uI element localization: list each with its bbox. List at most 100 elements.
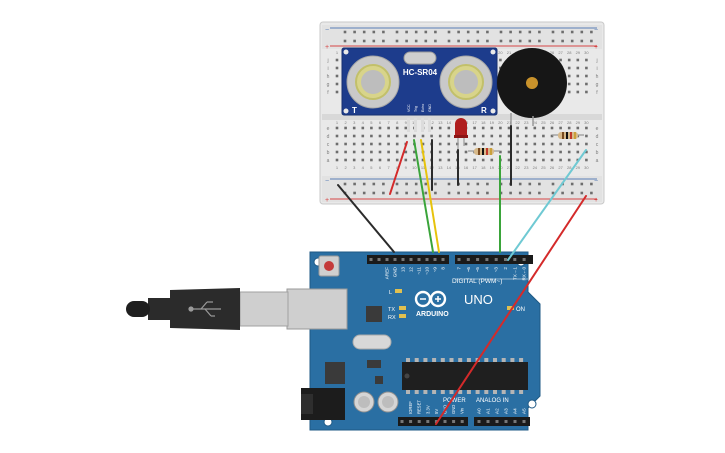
breadboard-hole	[438, 150, 442, 154]
led-label-l: L	[389, 290, 392, 296]
breadboard-hole	[499, 126, 502, 130]
capacitor-top	[382, 396, 394, 408]
sensor-crystal	[403, 51, 437, 65]
breadboard-hole	[585, 142, 588, 146]
digital-pin-label: 4	[484, 267, 489, 270]
ic-pin	[510, 390, 515, 394]
breadboard-hole	[490, 158, 494, 162]
breadboard-hole	[567, 150, 571, 154]
breadboard-hole	[352, 134, 356, 138]
column-number: 27	[558, 50, 563, 55]
column-number: 20	[498, 50, 503, 55]
breadboard-hole	[335, 158, 339, 162]
rail-hole	[424, 39, 428, 43]
breadboard-hole	[352, 158, 356, 162]
breadboard-hole	[361, 126, 365, 130]
rail-hole	[528, 30, 532, 34]
header-hole	[393, 258, 397, 261]
rail-hole	[518, 191, 522, 195]
column-number: 21	[507, 120, 512, 125]
breadboard-hole	[559, 150, 562, 154]
column-number: 19	[490, 120, 495, 125]
ic-pin	[440, 358, 445, 362]
rail-hole	[372, 182, 376, 186]
breadboard-hole	[438, 142, 442, 146]
ic-pin	[475, 390, 480, 394]
rail-hole	[486, 39, 489, 43]
breadboard-hole	[395, 126, 399, 130]
rail-hole	[499, 30, 503, 34]
rail-hole	[509, 191, 512, 195]
breadboard-hole	[533, 158, 537, 162]
breadboard-hole	[404, 134, 408, 138]
breadboard-hole	[361, 150, 365, 154]
rail-hole	[509, 39, 512, 43]
sensor-pin-label: GND	[428, 104, 432, 112]
rail-hole	[538, 182, 541, 186]
ic-pin	[501, 358, 506, 362]
rail-hole	[551, 30, 555, 34]
row-letter: d	[327, 134, 330, 140]
column-number: 9	[405, 120, 408, 125]
sensor-pin-label: VCC	[407, 104, 411, 112]
header-hole	[409, 258, 413, 261]
breadboard-hole	[378, 150, 382, 154]
breadboard-hole	[473, 158, 476, 162]
ic-pin	[432, 358, 437, 362]
analog-pin-label: A4	[513, 408, 518, 414]
digital-pin-label: TX→1	[512, 267, 517, 280]
breadboard-hole	[524, 142, 528, 146]
usb-cable-end	[126, 301, 150, 317]
sensor-model-label: HC-SR04	[403, 68, 438, 77]
mount-hole	[527, 399, 537, 409]
breadboard-hole	[421, 134, 425, 138]
header-hole	[485, 258, 489, 261]
header-hole	[495, 420, 499, 423]
breadboard-hole	[499, 150, 502, 154]
led-tx	[399, 306, 406, 310]
reset-button-cap[interactable]	[324, 261, 334, 271]
header-hole	[400, 420, 404, 423]
breadboard-hole	[370, 142, 373, 146]
rail-hole	[528, 191, 532, 195]
sensor-pin-label: Echo	[421, 104, 425, 112]
capacitor-top	[358, 396, 370, 408]
digital-pin-label: 8	[441, 267, 446, 270]
header-hole	[466, 258, 470, 261]
breadboard-hole	[567, 82, 571, 86]
digital-pin-holes	[369, 258, 526, 261]
breadboard-hole	[481, 134, 485, 138]
breadboard-hole	[542, 126, 545, 130]
rail-minus-label-bottom-right: −	[594, 178, 598, 185]
column-number: 30	[584, 120, 589, 125]
breadboard-hole	[559, 58, 562, 62]
breadboard-hole	[550, 126, 554, 130]
digital-pin-label: ~11	[417, 267, 422, 275]
led-dome	[455, 118, 467, 136]
breadboard-hole	[447, 158, 451, 162]
breadboard-hole	[447, 142, 451, 146]
row-letter: i	[327, 66, 328, 72]
led-rim	[454, 135, 468, 138]
column-number: 2	[344, 120, 347, 125]
ic-pin	[519, 390, 524, 394]
column-number: 22	[515, 120, 520, 125]
led-l	[395, 289, 402, 293]
digital-pin-label: 7	[457, 267, 462, 270]
breadboard-hole	[352, 142, 356, 146]
ic-pin	[493, 390, 497, 394]
column-number: 13	[438, 165, 443, 170]
breadboard-hole	[567, 58, 571, 62]
rail-hole	[414, 30, 418, 34]
breadboard-hole	[542, 158, 545, 162]
header-hole	[522, 420, 526, 423]
column-number: 23	[524, 120, 529, 125]
led-rx	[399, 314, 406, 318]
column-number: 27	[558, 120, 563, 125]
breadboard-hole	[550, 142, 554, 146]
header-hole	[385, 258, 389, 261]
breadboard-hole	[370, 158, 373, 162]
column-number: 18	[481, 165, 486, 170]
breadboard-hole	[387, 134, 390, 138]
breadboard-hole	[464, 158, 468, 162]
